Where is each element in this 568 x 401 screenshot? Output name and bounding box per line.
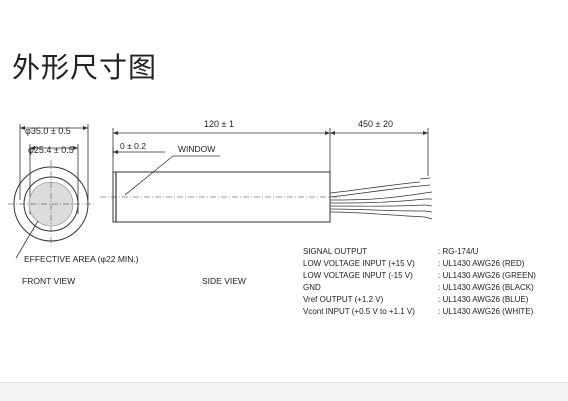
signal-label: SIGNAL OUTPUT xyxy=(303,247,367,256)
inner-diameter-label: φ25.4 ± 0.5 xyxy=(28,145,74,155)
signal-label: LOW VOLTAGE INPUT (+15 V) xyxy=(303,259,415,268)
cable-label: : UL1430 AWG26 (GREEN) xyxy=(438,271,536,280)
effective-area-label: EFFECTIVE AREA (φ22 MIN.) xyxy=(24,254,139,264)
signal-label: Vref OUTPUT (+1.2 V) xyxy=(303,295,384,304)
signal-label: LOW VOLTAGE INPUT (-15 V) xyxy=(303,271,413,280)
cable-label: : UL1430 AWG26 (WHITE) xyxy=(438,307,534,316)
window-offset-label: 0 ± 0.2 xyxy=(120,141,146,151)
cable-label: : RG-174/U xyxy=(438,247,479,256)
signal-label: GND xyxy=(303,283,321,292)
cable-label: : UL1430 AWG26 (RED) xyxy=(438,259,525,268)
side-view xyxy=(100,128,433,223)
footer-bar xyxy=(0,382,568,401)
connection-table: SIGNAL OUTPUT : RG-174/U LOW VOLTAGE INP… xyxy=(303,247,536,316)
outer-diameter-label: φ35.0 ± 0.5 xyxy=(25,126,71,136)
side-view-label: SIDE VIEW xyxy=(202,276,246,286)
cable-length-label: 450 ± 20 xyxy=(358,119,393,129)
front-view xyxy=(8,124,95,259)
page-title: 外形尺寸图 xyxy=(12,51,158,84)
signal-label: Vcont INPUT (+0.5 V to +1.1 V) xyxy=(303,307,415,316)
window-label: WINDOW xyxy=(178,144,215,154)
length-label: 120 ± 1 xyxy=(204,119,234,129)
cable-label: : UL1430 AWG26 (BLACK) xyxy=(438,283,534,292)
cable-label: : UL1430 AWG26 (BLUE) xyxy=(438,295,529,304)
front-view-label: FRONT VIEW xyxy=(22,276,75,286)
